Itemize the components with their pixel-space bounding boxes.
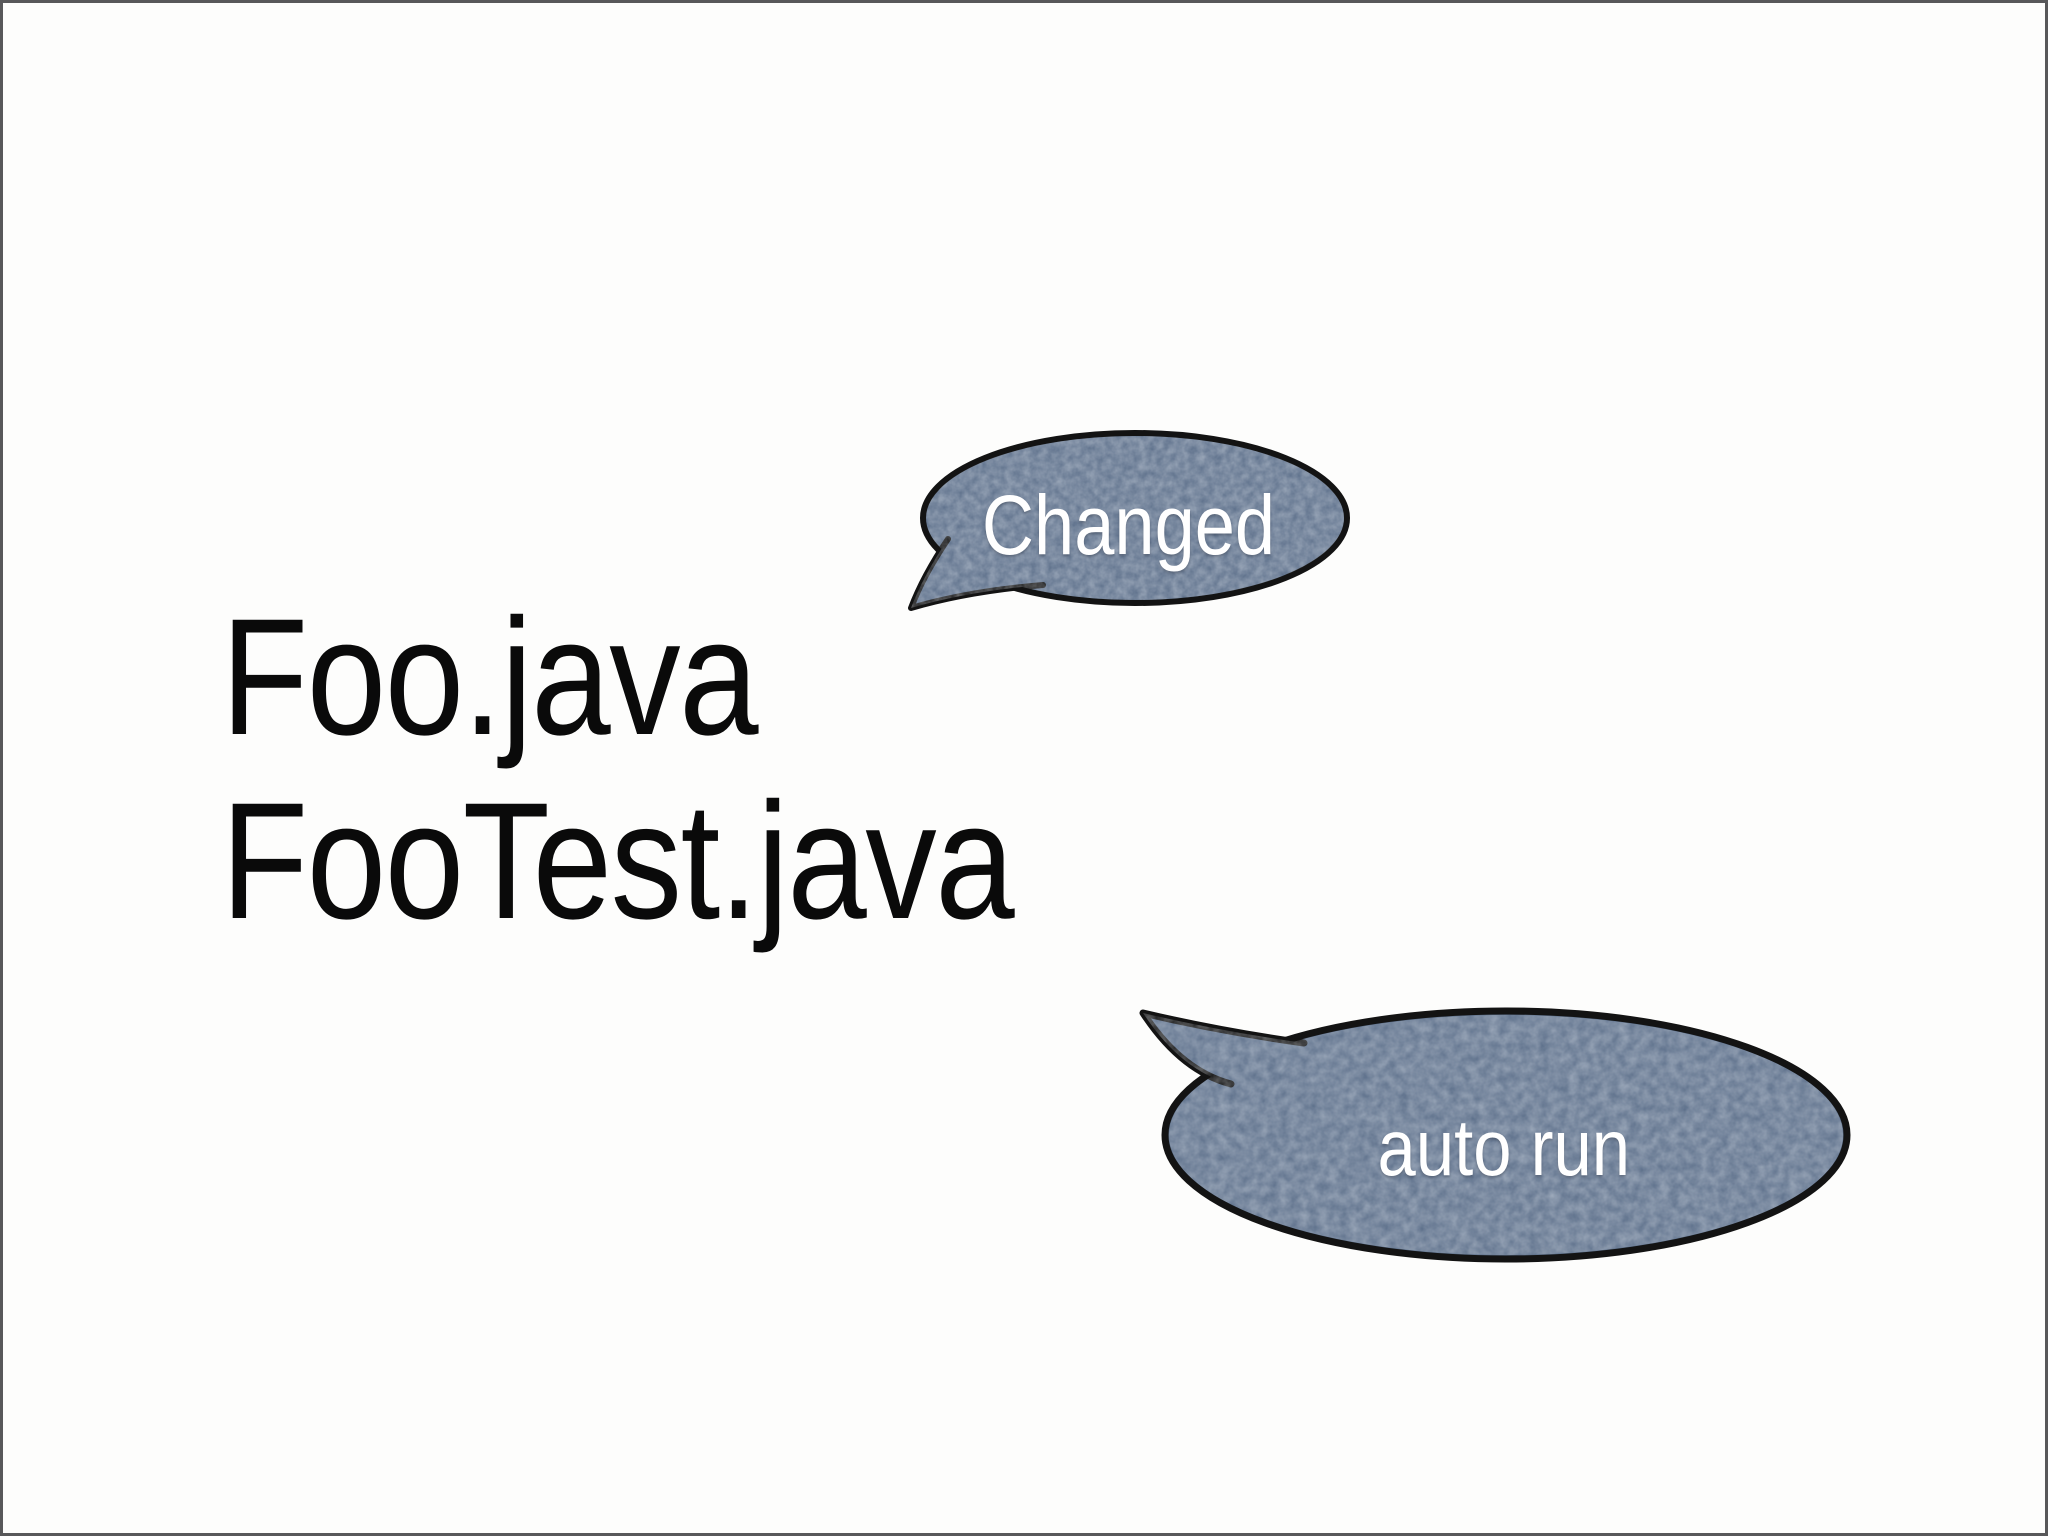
auto-run-bubble-label-wrap: auto run	[1119, 1088, 1889, 1208]
file-name-footest-java: FooTest.java	[221, 769, 1015, 954]
file-name-foo-java: Foo.java	[221, 585, 759, 770]
auto-run-bubble-label: auto run	[1377, 1103, 1631, 1192]
speech-bubble-auto-run	[1139, 1007, 1851, 1263]
changed-bubble-label-wrap: Changed	[889, 465, 1367, 585]
auto-run-bubble-texture	[1143, 1013, 1843, 1255]
changed-bubble-texture	[911, 436, 1344, 608]
speech-bubble-changed	[908, 430, 1350, 611]
file-list: Foo.java FooTest.java	[221, 586, 1142, 954]
changed-bubble-label: Changed	[981, 477, 1275, 572]
